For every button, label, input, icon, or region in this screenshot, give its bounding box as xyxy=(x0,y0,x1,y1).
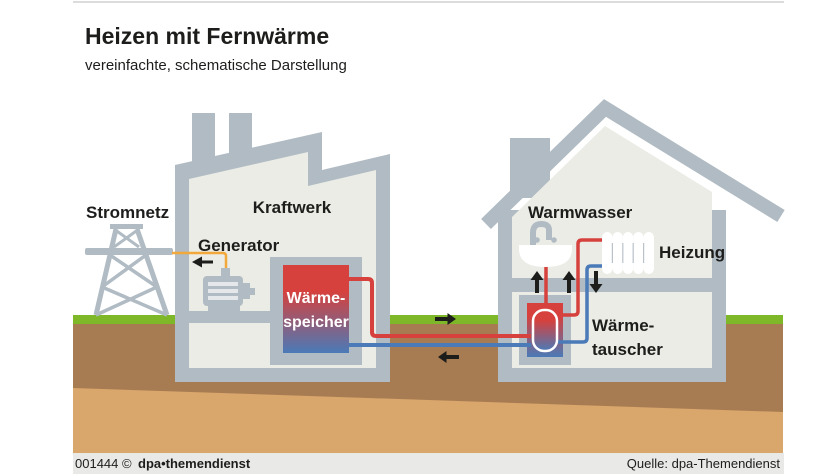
plant-chimney-1 xyxy=(192,113,215,168)
grass xyxy=(73,315,783,324)
label-generator: Generator xyxy=(198,236,280,255)
page-subtitle: vereinfachte, schematische Darstellung xyxy=(85,57,347,74)
heat-storage-body xyxy=(283,265,349,353)
left-arrow-icon xyxy=(438,351,459,363)
black-flow-arrows xyxy=(435,271,603,363)
sink-icon xyxy=(519,220,572,267)
plant-chimney-2 xyxy=(229,113,252,163)
label-waermetauscher-1: Wärme- xyxy=(592,316,654,335)
top-rule xyxy=(73,1,784,3)
footer-bar xyxy=(73,453,784,474)
heat-storage-label-2: speicher xyxy=(283,314,349,331)
house-floor xyxy=(512,278,712,292)
footer: 001444 © dpa•themendienst Quelle: dpa-Th… xyxy=(73,453,784,474)
power-cable xyxy=(172,251,228,270)
label-stromnetz: Stromnetz xyxy=(86,203,169,222)
label-waermetauscher-2: tauscher xyxy=(592,340,663,359)
footer-brand: dpa•themendienst xyxy=(138,456,251,471)
generator-icon xyxy=(185,268,280,323)
faucet xyxy=(530,220,552,246)
radiator-supply-pipe-red xyxy=(558,238,603,317)
up-arrow-icon xyxy=(562,271,576,293)
pipes xyxy=(349,238,603,347)
transmission-tower-icon xyxy=(85,224,173,317)
heat-exchanger-tank xyxy=(531,308,559,353)
soil-light-layer xyxy=(73,388,783,453)
heat-storage-label-1: Wärme- xyxy=(287,290,346,307)
right-arrow-icon xyxy=(435,313,456,325)
page-title: Heizen mit Fernwärme xyxy=(85,23,329,49)
footer-id: 001444 © xyxy=(75,456,132,471)
electricity-flow-left-arrow-icon xyxy=(192,256,213,268)
down-arrow-icon xyxy=(589,271,603,293)
label-kraftwerk: Kraftwerk xyxy=(253,198,332,217)
district-supply-pipe-red xyxy=(349,277,531,338)
up-arrow-icon xyxy=(530,271,544,293)
footer-source: Quelle: dpa-Themendienst xyxy=(627,456,781,471)
radiator-icon xyxy=(602,232,654,274)
radiator-return-pipe-blue xyxy=(558,264,603,344)
heat-storage-tank: Wärme- speicher xyxy=(270,257,362,365)
basin xyxy=(519,245,572,267)
label-heizung: Heizung xyxy=(659,243,725,262)
label-warmwasser: Warmwasser xyxy=(528,203,633,222)
